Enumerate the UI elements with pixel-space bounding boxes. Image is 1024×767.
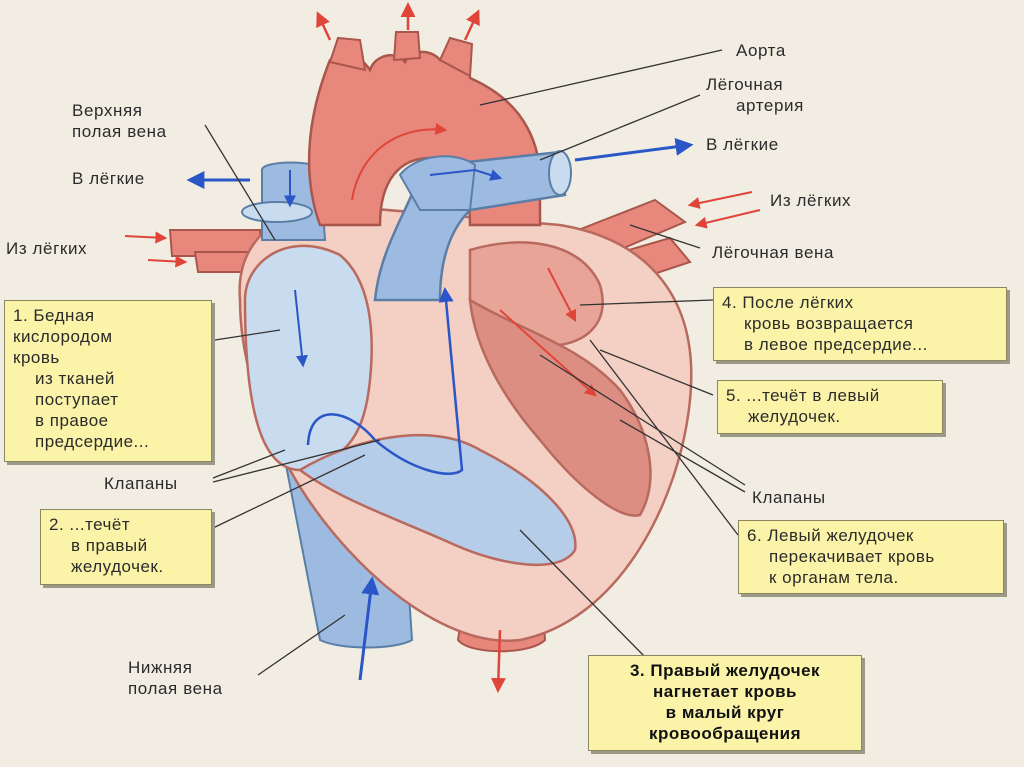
right-ventricle [297,433,577,567]
step-2-note: 2. ...течёт в правый желудочек. [40,509,212,585]
left-ventricle [468,297,652,517]
label-superior-vena-cava-line2: полая вена [72,122,167,141]
label-inferior-vena-cava-line1: Нижняя [128,658,193,677]
label-inferior-vena-cava-line2: полая вена [128,679,223,698]
step-5-note: 5. ...течёт в левый желудочек. [717,380,943,434]
to-lungs-right-arrow [574,137,694,162]
step-1-note: 1. Бедная кислородом кровь из тканей пос… [4,300,212,462]
step-4-note: 4. После лёгких кровь возвращается в лев… [713,287,1007,361]
label-valves-left: Клапаны [104,474,178,493]
label-pulmonary-artery-line1: Лёгочная [706,75,784,94]
step-6-note: 6. Левый желудочек перекачивает кровь к … [738,520,1004,594]
label-to-lungs-right: В лёгкие [706,135,779,154]
label-pulmonary-artery-line2: артерия [736,96,804,115]
label-pulmonary-vein: Лёгочная вена [712,243,835,262]
inferior-vena-cava-arrow [358,576,380,681]
leader-lines [204,49,746,676]
right-atrium [243,244,373,472]
label-from-lungs-left: Из лёгких [6,239,88,258]
step-3-note: 3. Правый желудочек нагнетает кровь в ма… [588,655,862,751]
label-superior-vena-cava-line1: Верхняя [72,101,143,120]
label-valves-right: Клапаны [752,488,826,507]
label-aorta: Аорта [736,41,786,60]
label-from-lungs-right: Из лёгких [770,191,852,210]
label-to-lungs-left: В лёгкие [72,169,145,188]
